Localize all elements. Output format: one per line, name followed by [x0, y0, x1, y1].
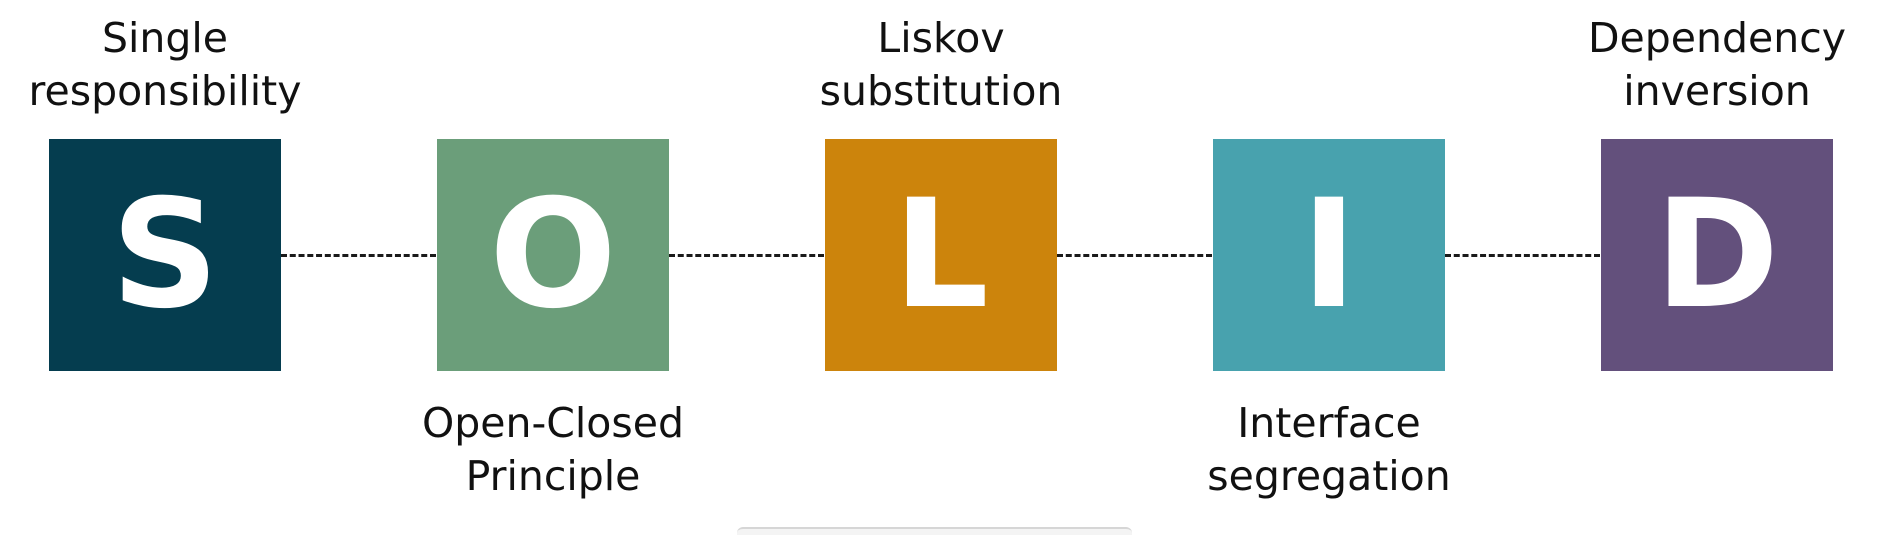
dashed-connector-s-o [281, 254, 436, 257]
label-line: Open-Closed [421, 399, 684, 447]
principle-label-open-closed: Open-Closed Principle [393, 397, 713, 503]
label-line: Principle [465, 452, 641, 500]
principle-box-o: O [437, 139, 669, 371]
principle-label-single-responsibility: Single responsibility [5, 12, 325, 118]
principle-letter-d: D [1654, 168, 1780, 342]
label-line: responsibility [28, 67, 302, 115]
principle-box-s: S [49, 139, 281, 371]
principle-label-liskov-substitution: Liskov substitution [781, 12, 1101, 118]
principle-label-interface-segregation: Interface segregation [1169, 397, 1489, 503]
label-line: Liskov [877, 14, 1005, 62]
label-line: substitution [819, 67, 1063, 115]
dashed-connector-i-d [1445, 254, 1600, 257]
label-line: inversion [1623, 67, 1811, 115]
dashed-connector-l-i [1057, 254, 1212, 257]
principle-label-dependency-inversion: Dependency inversion [1557, 12, 1877, 118]
label-line: Interface [1237, 399, 1421, 447]
principle-letter-s: S [110, 168, 220, 342]
dashed-connector-o-l [669, 254, 824, 257]
label-line: Dependency [1587, 14, 1847, 62]
principle-letter-l: L [893, 168, 989, 342]
principle-box-i: I [1213, 139, 1445, 371]
principle-box-d: D [1601, 139, 1833, 371]
principle-box-l: L [825, 139, 1057, 371]
label-line: segregation [1207, 452, 1451, 500]
scroll-edge-hint [737, 527, 1132, 535]
principle-letter-i: I [1301, 168, 1357, 342]
label-line: Single [101, 14, 229, 62]
principle-letter-o: O [489, 168, 617, 342]
